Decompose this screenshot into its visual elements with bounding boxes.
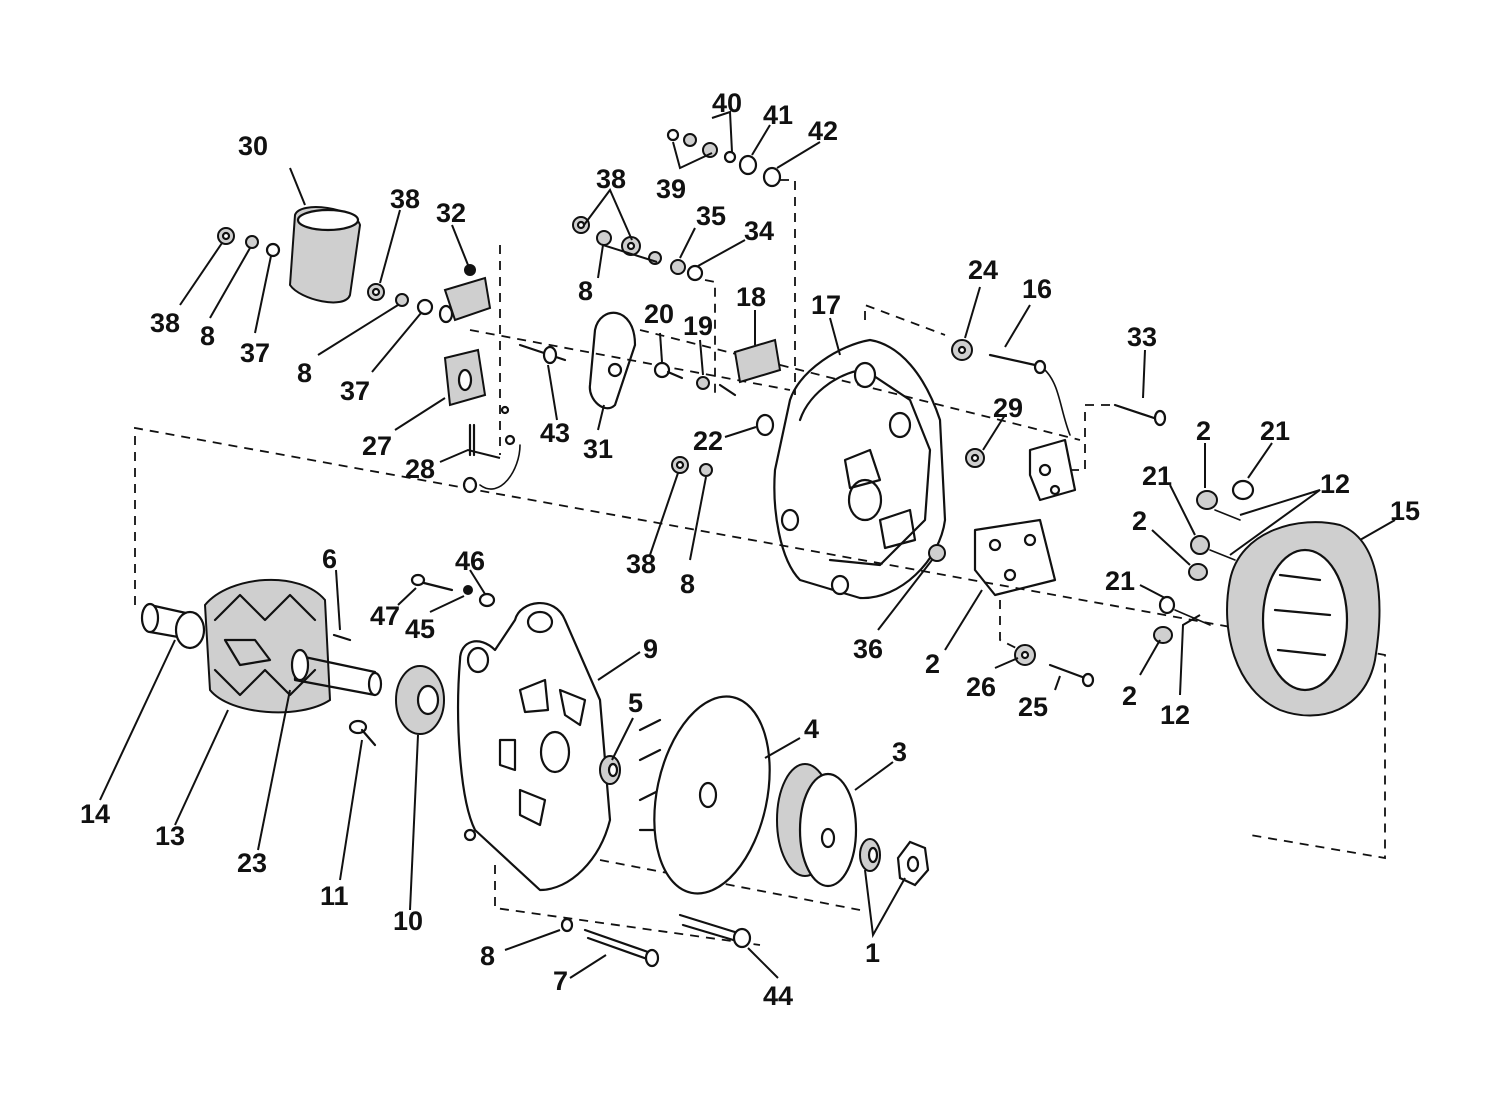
- nuts-washers-left: [217, 227, 434, 316]
- stator-15: [1153, 479, 1381, 717]
- label-19: 19: [683, 311, 713, 341]
- label-15: 15: [1390, 496, 1420, 526]
- spacer-5: [599, 755, 621, 785]
- label-8: 8: [480, 941, 495, 971]
- label-43: 43: [540, 418, 570, 448]
- pulley-3: [776, 763, 858, 888]
- through-bolts: [560, 913, 752, 968]
- heat-sink-plates: [928, 438, 1095, 688]
- label-38: 38: [390, 184, 420, 214]
- label-8: 8: [297, 358, 312, 388]
- label-18: 18: [736, 282, 766, 312]
- label-31: 31: [583, 434, 613, 464]
- label-30: 30: [238, 131, 268, 161]
- insulator-31: [588, 311, 637, 410]
- label-8: 8: [578, 276, 593, 306]
- label-21: 21: [1260, 416, 1290, 446]
- leader-lines: [99, 110, 1396, 979]
- label-27: 27: [362, 431, 392, 461]
- label-36: 36: [853, 634, 883, 664]
- capacitor-strap-30: [288, 206, 362, 304]
- rotor-assembly: [140, 578, 383, 714]
- label-28: 28: [405, 454, 435, 484]
- label-21: 21: [1142, 461, 1172, 491]
- label-2: 2: [925, 649, 940, 679]
- label-38: 38: [626, 549, 656, 579]
- screw-11: [348, 719, 377, 747]
- fan-4: [638, 695, 771, 895]
- drive-end-frame: [457, 602, 612, 892]
- label-38: 38: [150, 308, 180, 338]
- label-6: 6: [322, 544, 337, 574]
- label-13: 13: [155, 821, 185, 851]
- label-20: 20: [644, 299, 674, 329]
- label-9: 9: [643, 634, 658, 664]
- label-5: 5: [628, 688, 643, 718]
- bearing-10: [395, 665, 445, 735]
- label-8: 8: [680, 569, 695, 599]
- label-34: 34: [744, 216, 774, 246]
- stud-43: [518, 343, 567, 365]
- label-11: 11: [320, 881, 349, 911]
- hardware-45-46-47: [410, 573, 496, 608]
- hardware-top: [666, 128, 782, 188]
- label-10: 10: [393, 906, 423, 936]
- label-16: 16: [1022, 274, 1052, 304]
- washer-and-nut-1: [859, 838, 930, 887]
- label-2: 2: [1132, 506, 1147, 536]
- label-12: 12: [1160, 700, 1190, 730]
- label-47: 47: [370, 601, 400, 631]
- label-8: 8: [200, 321, 215, 351]
- woodruff-key: [332, 633, 352, 642]
- part-labels: 30 38 8 37 38 8 37 32 27 28 43 31 38 8 3…: [80, 88, 1420, 1011]
- label-32: 32: [436, 198, 466, 228]
- label-33: 33: [1127, 322, 1157, 352]
- springs-28: [462, 405, 521, 494]
- label-2: 2: [1122, 681, 1137, 711]
- label-21: 21: [1105, 566, 1135, 596]
- label-35: 35: [696, 201, 726, 231]
- label-38: 38: [596, 164, 626, 194]
- label-24: 24: [968, 255, 998, 285]
- label-39: 39: [656, 174, 686, 204]
- label-44: 44: [763, 981, 793, 1011]
- label-1: 1: [865, 938, 880, 968]
- label-7: 7: [553, 966, 568, 996]
- label-46: 46: [455, 546, 485, 576]
- nuts-washers-center: [572, 216, 704, 282]
- label-25: 25: [1018, 692, 1048, 722]
- label-17: 17: [811, 290, 841, 320]
- label-23: 23: [237, 848, 267, 878]
- terminal-parts: [653, 338, 782, 477]
- label-29: 29: [993, 393, 1023, 423]
- label-22: 22: [693, 426, 723, 456]
- regulator-27: [443, 348, 487, 407]
- label-37: 37: [340, 376, 370, 406]
- label-26: 26: [966, 672, 996, 702]
- label-40: 40: [712, 88, 742, 118]
- label-4: 4: [804, 714, 819, 744]
- label-2: 2: [1196, 416, 1211, 446]
- label-12: 12: [1320, 469, 1350, 499]
- brush-holder-32: [438, 264, 492, 324]
- label-37: 37: [240, 338, 270, 368]
- label-14: 14: [80, 799, 110, 829]
- label-45: 45: [405, 614, 435, 644]
- label-41: 41: [763, 100, 793, 130]
- terminal-right: [951, 339, 1167, 468]
- slip-ring-end-frame: [773, 338, 947, 600]
- label-42: 42: [808, 116, 838, 146]
- label-3: 3: [892, 737, 907, 767]
